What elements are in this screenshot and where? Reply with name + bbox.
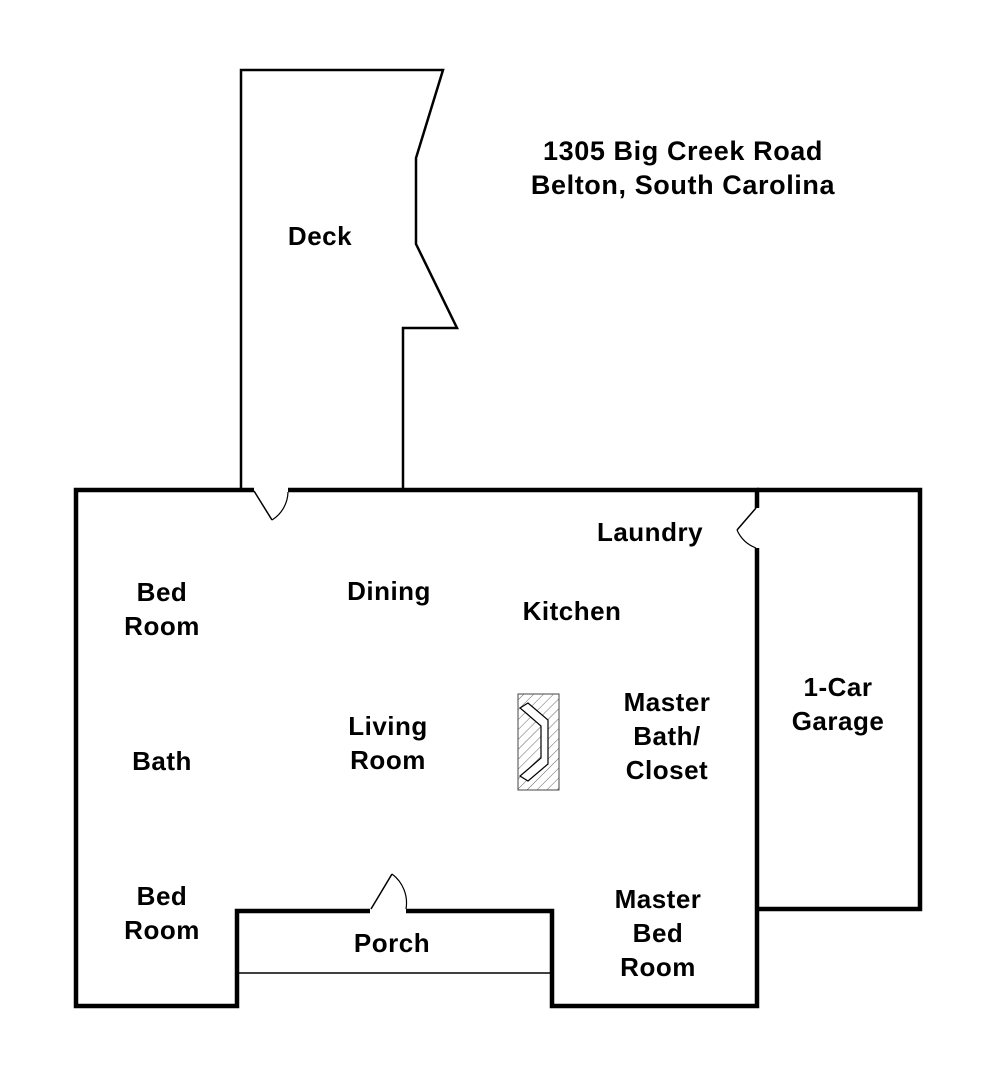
room-label-master-bath: Master Bath/ Closet <box>623 687 711 785</box>
room-label-bath: Bath <box>132 746 192 776</box>
property-address: 1305 Big Creek Road Belton, South Caroli… <box>531 134 835 202</box>
room-label-kitchen: Kitchen <box>522 596 622 626</box>
address-line-2: Belton, South Carolina <box>530 170 836 200</box>
fireplace <box>517 693 560 791</box>
front-door <box>370 873 408 914</box>
room-label-living-room: Living Room <box>348 711 428 775</box>
room-label-dining: Dining <box>347 576 431 606</box>
laundry-garage-door <box>736 507 760 549</box>
room-label-bedroom-bottom: Bed Room <box>124 881 200 945</box>
room-label-deck: Deck <box>287 221 353 251</box>
room-label-garage: 1-Car Garage <box>791 672 885 736</box>
room-label-laundry: Laundry <box>596 517 704 547</box>
room-label-master-bedroom: Master Bed Room <box>614 884 702 982</box>
deck-outline <box>239 68 460 489</box>
room-label-bedroom-top: Bed Room <box>124 577 200 641</box>
room-label-porch: Porch <box>353 928 431 958</box>
deck-door <box>253 487 289 521</box>
garage-outline <box>757 487 923 912</box>
address-line-1: 1305 Big Creek Road <box>542 136 824 166</box>
house-outline <box>73 487 760 1009</box>
